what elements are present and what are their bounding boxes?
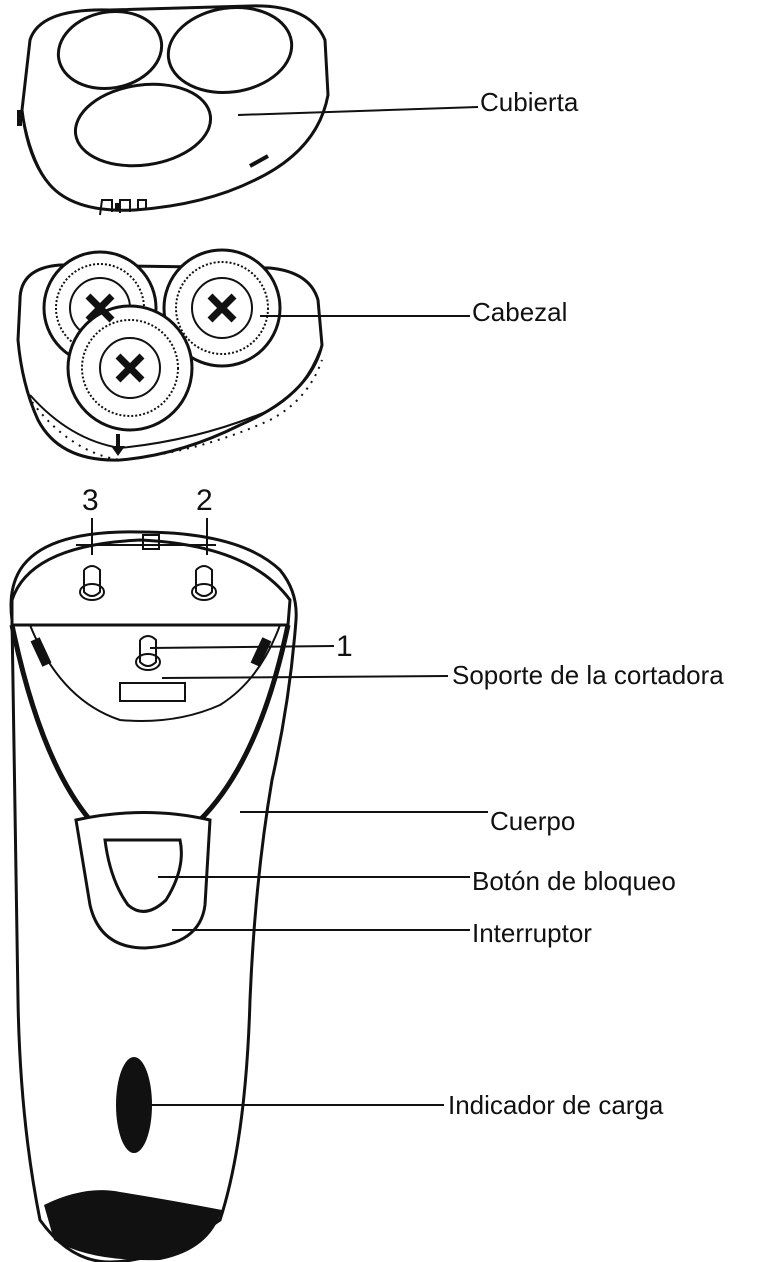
label-cover: Cubierta [480,87,579,117]
label-body: Cuerpo [490,806,575,836]
label-charge-indicator: Indicador de carga [448,1090,664,1120]
label-head: Cabezal [472,297,567,327]
label-lock-button: Botón de bloqueo [472,866,676,896]
label-switch: Interruptor [472,918,592,948]
number-3: 3 [82,484,99,517]
label-holder: Soporte de la cortadora [452,660,724,690]
number-2: 2 [196,484,213,517]
head-part [16,248,324,462]
cover-part [17,4,330,216]
number-1: 1 [336,630,353,663]
body-part [9,518,298,1262]
